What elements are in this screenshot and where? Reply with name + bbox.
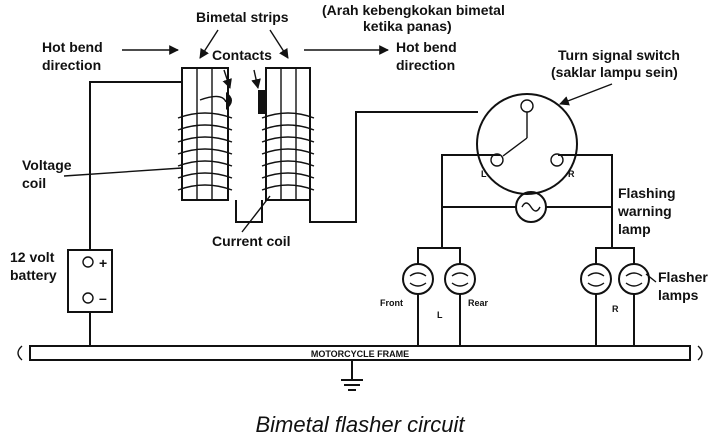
turn-signal-switch [476, 93, 578, 195]
battery-line1: 12 volt [10, 249, 55, 265]
bimetal-note-line2: ketika panas) [363, 18, 452, 34]
rear-label: Rear [468, 298, 489, 308]
contact-left [226, 92, 232, 110]
lamp-rear-left [444, 263, 476, 295]
lamp-rear-right [618, 263, 650, 295]
battery-minus: – [99, 290, 107, 306]
battery-line2: battery [10, 267, 57, 283]
flashing-line3: lamp [618, 221, 651, 237]
lamp-front-right [580, 263, 612, 295]
lamp-group-left-label: L [437, 310, 443, 320]
hot-bend-right-line1: Hot bend [396, 39, 457, 55]
flashing-line1: Flashing [618, 185, 676, 201]
bimetal-note-line1: (Arah kebengkokan bimetal [322, 2, 505, 18]
switch-left-label: L [481, 169, 487, 179]
contacts-label: Contacts [212, 47, 272, 63]
ground-symbol [341, 360, 363, 391]
voltage-coil-line2: coil [22, 175, 46, 191]
wiring [89, 81, 635, 347]
voltage-coil-line1: Voltage [22, 157, 72, 173]
lamp-group-right-label: R [612, 304, 619, 314]
contact-right [258, 90, 265, 114]
flasher-unit [177, 67, 315, 201]
motorcycle-frame [17, 345, 703, 361]
turn-signal-line2: (saklar lampu sein) [551, 64, 678, 80]
flasher-lamps-line2: lamps [658, 287, 699, 303]
switch-right-label: R [568, 169, 575, 179]
bimetal-strip-right [265, 67, 311, 201]
battery-plus: + [99, 255, 107, 271]
turn-signal-line1: Turn signal switch [558, 47, 680, 63]
battery [67, 249, 113, 313]
flasher-lamps-line1: Flasher [658, 269, 708, 285]
hot-bend-left-line2: direction [42, 57, 101, 73]
diagram-caption: Bimetal flasher circuit [255, 412, 465, 437]
hot-bend-right-line2: direction [396, 57, 455, 73]
flashing-warning-lamp [515, 191, 547, 223]
bimetal-strips-label: Bimetal strips [196, 9, 289, 25]
voltage-coil [177, 95, 233, 191]
hot-bend-left-line1: Hot bend [42, 39, 103, 55]
lamp-front-left [402, 263, 434, 295]
bimetal-strip-left [181, 67, 229, 201]
front-label: Front [380, 298, 403, 308]
arrows [63, 29, 657, 283]
current-coil-label: Current coil [212, 233, 291, 249]
flashing-line2: warning [617, 203, 672, 219]
current-coil [261, 112, 315, 191]
frame-label: MOTORCYCLE FRAME [311, 349, 409, 359]
